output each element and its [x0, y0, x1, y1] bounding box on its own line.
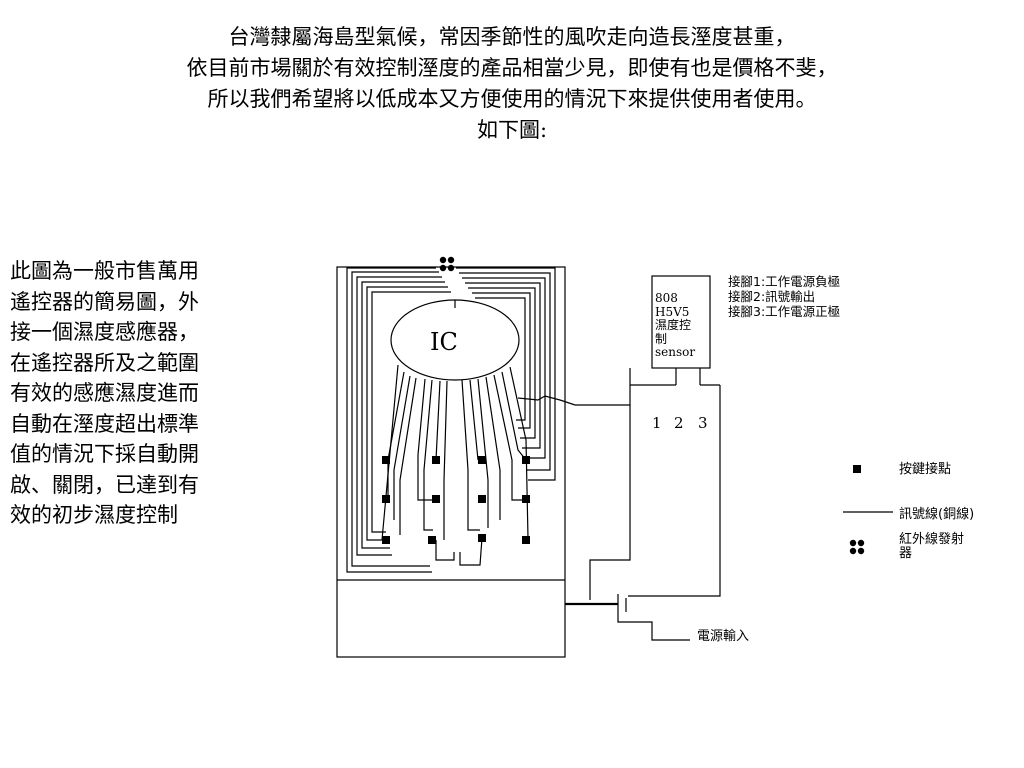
description-text: 此圖為一般市售萬用 遙控器的簡易圖，外 接一個濕度感應器， 在遙控器所及之範圍 … — [10, 256, 272, 531]
description-line: 在遙控器所及之範圍 — [10, 350, 199, 375]
description-line: 遙控器的簡易圖，外 — [10, 289, 199, 314]
sensor-label-line: sensor — [655, 345, 696, 359]
description-line: 此圖為一般市售萬用 — [10, 259, 199, 283]
power-input-label: 電源輸入 — [697, 629, 750, 644]
ic-label: IC — [430, 328, 458, 356]
pin1-wire — [589, 405, 631, 600]
legend-key-point-label: 按鍵接點 — [899, 462, 952, 477]
key-contact-point — [522, 495, 530, 503]
power-input-wire — [617, 616, 690, 641]
description-line: 有效的感應濕度進而 — [10, 381, 199, 405]
sensor-label-line: 制 — [655, 331, 668, 346]
pin-notes: 接腳1:工作電源負極 接腳2:訊號輸出 接腳3:工作電源正極 — [728, 274, 840, 319]
key-contact-point — [522, 536, 530, 544]
legend-key-point-icon — [853, 465, 861, 473]
legend-infrared-line: 紅外線發射 — [899, 532, 965, 547]
pin-number-2: 2 — [674, 414, 684, 432]
key-contact-point — [432, 456, 440, 464]
page-title: 台灣隸屬海島型氣候，常因季節性的風吹走向造長溼度甚重， 依目前市場關於有效控制溼… — [0, 22, 1024, 146]
infrared-emitter-icon — [439, 256, 455, 272]
title-line-1: 台灣隸屬海島型氣候，常因季節性的風吹走向造長溼度甚重， — [228, 25, 796, 49]
pin-number-1: 1 — [652, 414, 662, 432]
legend-infrared-emitter-label: 紅外線發射 器 — [899, 533, 964, 561]
sensor-label: 808 H5V5 濕度控 制 sensor — [655, 291, 696, 360]
key-contacts — [382, 456, 861, 544]
description-line: 接一個濕度感應器， — [10, 320, 199, 344]
description-line: 自動在溼度超出標準 — [10, 411, 199, 436]
key-contact-point — [522, 456, 530, 464]
ic-chip — [390, 299, 520, 381]
sensor-label-line: H5V5 — [655, 304, 690, 319]
title-line-3: 所以我們希望將以低成本又方便使用的情況下來提供使用者使用。 — [207, 87, 817, 111]
remote-outline — [336, 266, 566, 658]
ic-traces — [381, 364, 529, 566]
key-contact-point — [382, 456, 390, 464]
description-line: 效的初步濕度控制 — [10, 503, 178, 527]
legend-signal-line-label: 訊號線(銅線) — [899, 507, 975, 522]
description-line: 值的情況下採自動開 — [10, 442, 199, 466]
pin-note-1: 接腳1:工作電源負極 — [728, 274, 841, 289]
key-contact-point — [382, 536, 390, 544]
pin-note-2: 接腳2:訊號輸出 — [728, 289, 816, 304]
title-line-2: 依目前市場關於有效控制溼度的產品相當少見，即使有也是價格不斐， — [186, 56, 838, 80]
pin-note-3: 接腳3:工作電源正極 — [728, 304, 841, 319]
key-contact-point — [432, 495, 440, 503]
title-line-4: 如下圖: — [476, 118, 548, 142]
legend-infrared-line: 器 — [899, 546, 913, 561]
sensor-label-line: 808 — [655, 291, 678, 305]
key-contact-point — [478, 456, 486, 464]
signal-wire-loops — [346, 267, 556, 573]
sensor-box — [651, 275, 711, 369]
sensor-label-line: 濕度控 — [655, 318, 692, 332]
key-contact-point — [478, 495, 486, 503]
legend-infrared-emitter-icon — [849, 539, 865, 555]
key-contact-point — [382, 495, 390, 503]
pin3-wire — [628, 385, 721, 597]
description-line: 啟、關閉，已達到有 — [10, 472, 199, 497]
pin-number-3: 3 — [698, 414, 708, 432]
key-contact-point — [478, 534, 486, 542]
key-contact-point — [428, 536, 436, 544]
